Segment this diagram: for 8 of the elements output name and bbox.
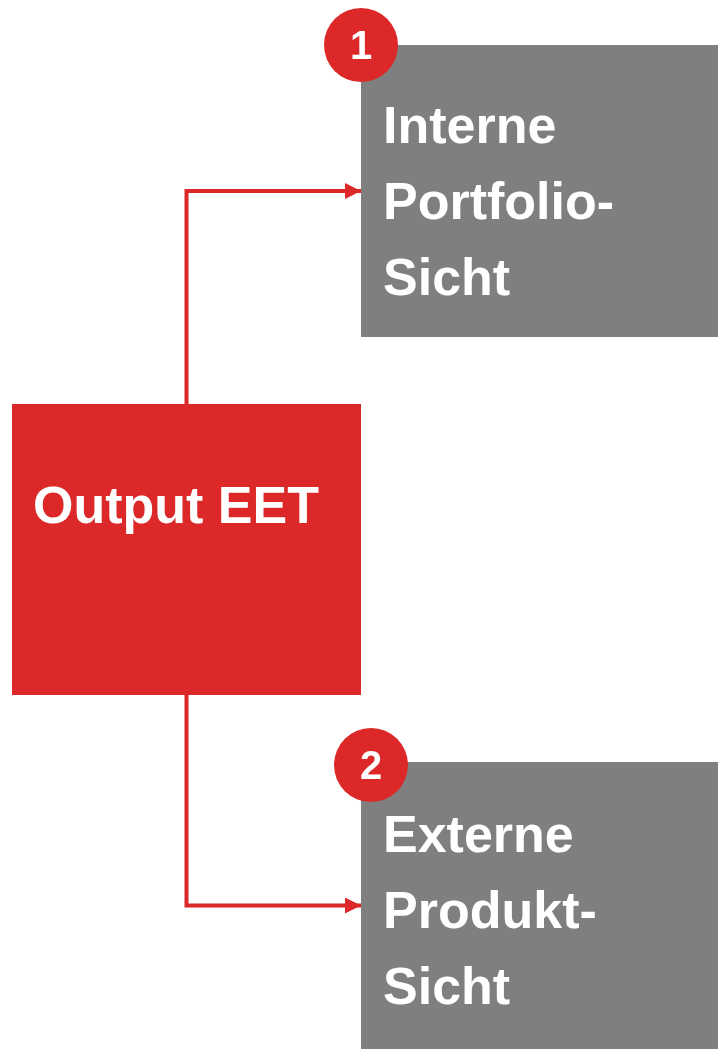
number-badge: 2 [334,728,408,802]
box-label: Output EET [33,475,320,536]
arrow [184,695,361,914]
box-label: Externe Produkt- Sicht [383,804,598,1017]
process-box [12,404,361,695]
box-label: Interne Portfolio- Sicht [383,95,616,308]
number-badge: 1 [324,8,398,82]
arrow [184,183,361,404]
